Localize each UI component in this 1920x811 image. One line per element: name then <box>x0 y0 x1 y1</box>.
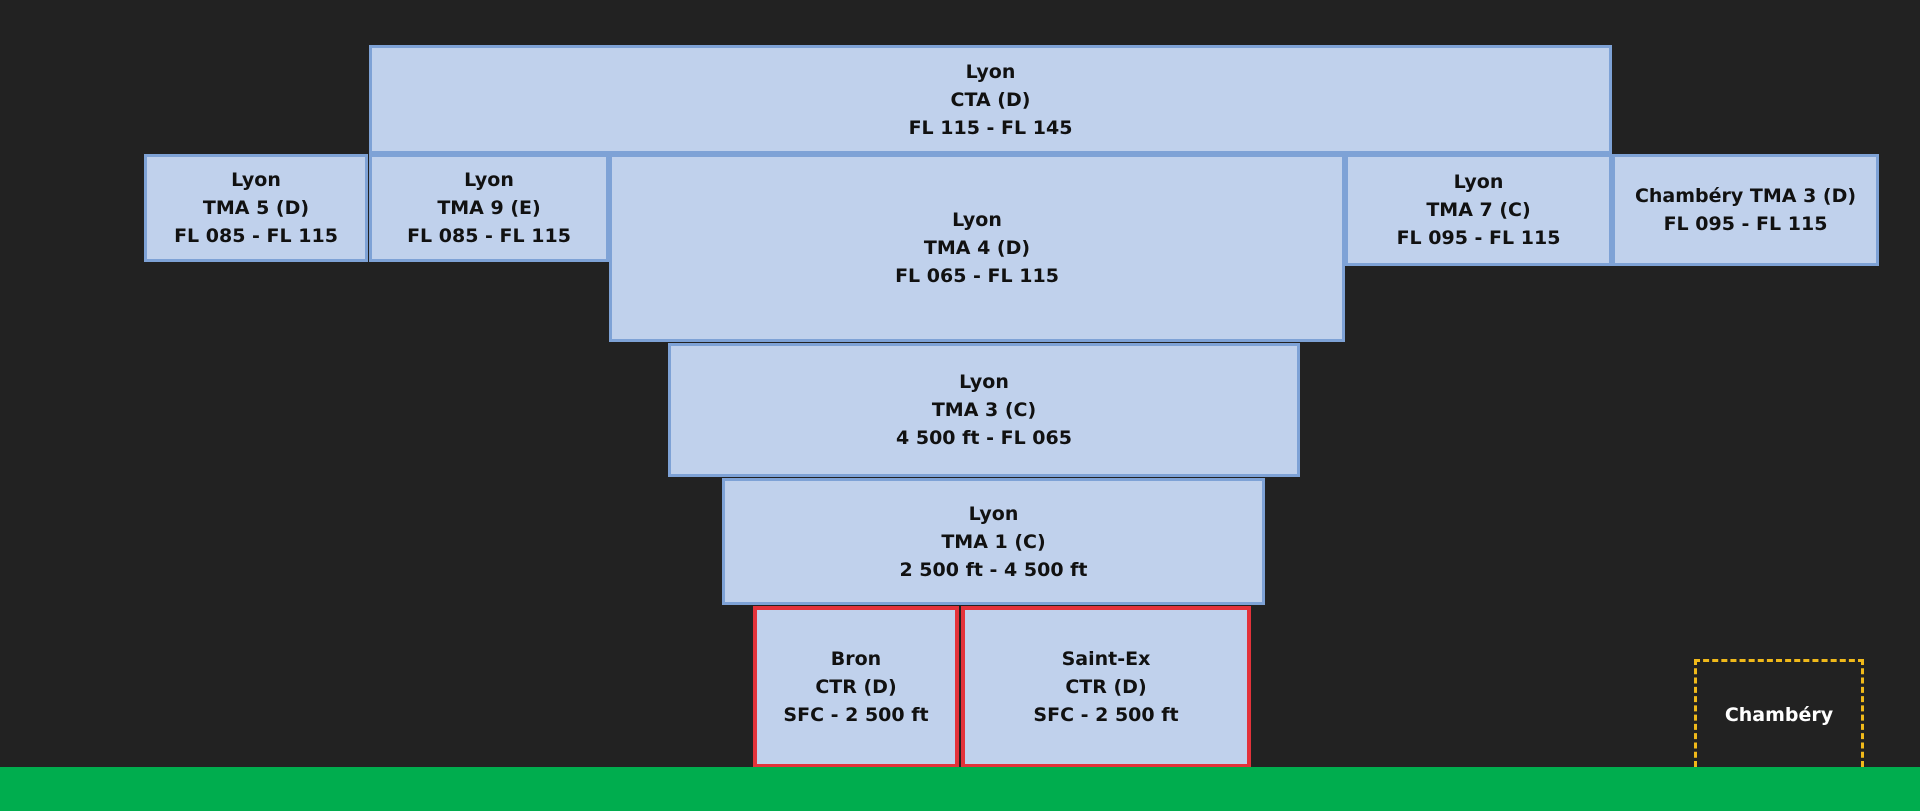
airspace-lyon-tma-5: Lyon TMA 5 (D) FL 085 - FL 115 <box>144 154 368 262</box>
airport-chambery: Chambéry <box>1694 659 1864 767</box>
airspace-limits: SFC - 2 500 ft <box>1033 704 1179 726</box>
airspace-limits: FL 065 - FL 115 <box>895 265 1059 287</box>
airspace-lyon-tma-4: Lyon TMA 4 (D) FL 065 - FL 115 <box>609 154 1345 342</box>
airspace-bron-ctr: Bron CTR (D) SFC - 2 500 ft <box>753 606 959 768</box>
airspace-chambery-tma-3: Chambéry TMA 3 (D) FL 095 - FL 115 <box>1612 154 1879 266</box>
airspace-name: Lyon <box>959 371 1009 393</box>
airspace-class: TMA 7 (C) <box>1426 199 1531 221</box>
airspace-name: Saint-Ex <box>1061 648 1151 670</box>
airspace-class: CTR (D) <box>1065 676 1147 698</box>
airspace-name: Lyon <box>952 209 1002 231</box>
airspace-name: Lyon <box>231 169 281 191</box>
airspace-class: TMA 4 (D) <box>923 237 1031 259</box>
airspace-limits: FL 115 - FL 145 <box>908 116 1073 139</box>
airport-label: Chambéry <box>1724 703 1834 726</box>
airspace-lyon-tma-1: Lyon TMA 1 (C) 2 500 ft - 4 500 ft <box>722 478 1265 605</box>
airspace-class: TMA 1 (C) <box>941 530 1046 553</box>
airspace-lyon-cta: Lyon CTA (D) FL 115 - FL 145 <box>369 45 1612 154</box>
airspace-lyon-tma-7: Lyon TMA 7 (C) FL 095 - FL 115 <box>1345 154 1612 266</box>
airspace-name: Lyon <box>965 60 1016 83</box>
airspace-limits: FL 085 - FL 115 <box>407 225 571 247</box>
airspace-lyon-tma-9: Lyon TMA 9 (E) FL 085 - FL 115 <box>369 154 609 262</box>
airspace-name: Chambéry TMA 3 (D) <box>1634 185 1857 207</box>
airspace-limits: 2 500 ft - 4 500 ft <box>899 558 1088 581</box>
airspace-lyon-tma-3: Lyon TMA 3 (C) 4 500 ft - FL 065 <box>668 343 1300 477</box>
airspace-name: Lyon <box>464 169 514 191</box>
airspace-class: TMA 3 (C) <box>931 399 1037 421</box>
airspace-saint-ex-ctr: Saint-Ex CTR (D) SFC - 2 500 ft <box>961 606 1251 768</box>
airspace-limits: FL 085 - FL 115 <box>174 225 338 247</box>
airspace-name: Bron <box>830 648 882 670</box>
airspace-name: Lyon <box>968 502 1019 525</box>
airspace-limits: 4 500 ft - FL 065 <box>896 427 1072 449</box>
airspace-class: TMA 9 (E) <box>437 197 541 219</box>
airspace-limits: FL 095 - FL 115 <box>1663 213 1828 235</box>
airspace-limits: FL 095 - FL 115 <box>1396 227 1561 249</box>
airspace-limits: SFC - 2 500 ft <box>783 704 929 726</box>
ground-surface <box>0 767 1920 811</box>
airspace-class: CTR (D) <box>815 676 897 698</box>
airspace-class: TMA 5 (D) <box>202 197 310 219</box>
airspace-class: CTA (D) <box>950 88 1031 111</box>
airspace-name: Lyon <box>1453 171 1504 193</box>
